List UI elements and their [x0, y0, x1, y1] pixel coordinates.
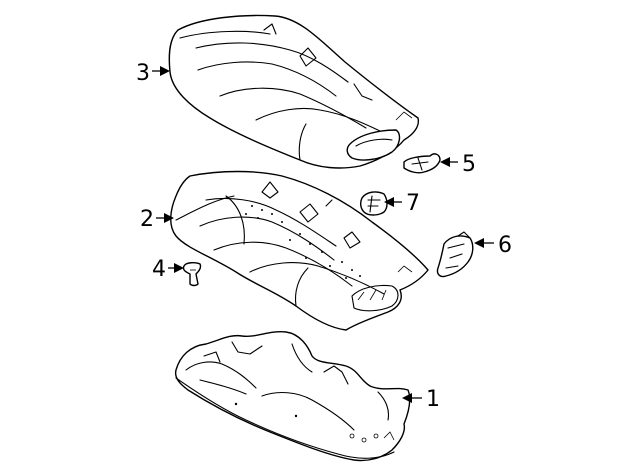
- callout-4-label: 4: [152, 257, 166, 282]
- callout-3-label: 3: [136, 61, 150, 86]
- part-2-seat-cushion[interactable]: [170, 170, 429, 331]
- callout-7: 7: [384, 191, 420, 216]
- callout-5-label: 5: [462, 152, 476, 177]
- callout-7-label: 7: [406, 191, 420, 216]
- part-1-seat-frame[interactable]: [174, 330, 411, 462]
- part-4-clip[interactable]: [182, 261, 202, 287]
- callout-4: 4: [152, 257, 184, 282]
- callout-6: 6: [474, 233, 512, 258]
- callout-5-arrowhead: [440, 157, 450, 167]
- callout-2-label: 2: [140, 207, 154, 232]
- callout-1-label: 1: [426, 387, 440, 412]
- callout-4-arrowhead: [174, 263, 184, 273]
- callout-6-arrowhead: [474, 238, 484, 248]
- callout-1: 1: [402, 387, 440, 412]
- part-7-latch[interactable]: [359, 191, 388, 216]
- callout-3: 3: [136, 61, 170, 86]
- part-3-seat-back-cushion[interactable]: [168, 14, 420, 169]
- callout-6-label: 6: [498, 233, 512, 258]
- part-5-bracket[interactable]: [403, 153, 441, 174]
- callout-3-arrowhead: [160, 66, 170, 76]
- callout-7-arrowhead: [384, 197, 394, 207]
- part-6-hinge-bracket[interactable]: [436, 231, 474, 278]
- callout-2: 2: [140, 207, 174, 232]
- callout-1-arrowhead: [402, 393, 412, 403]
- callout-2-arrowhead: [164, 213, 174, 223]
- callout-5: 5: [440, 152, 476, 177]
